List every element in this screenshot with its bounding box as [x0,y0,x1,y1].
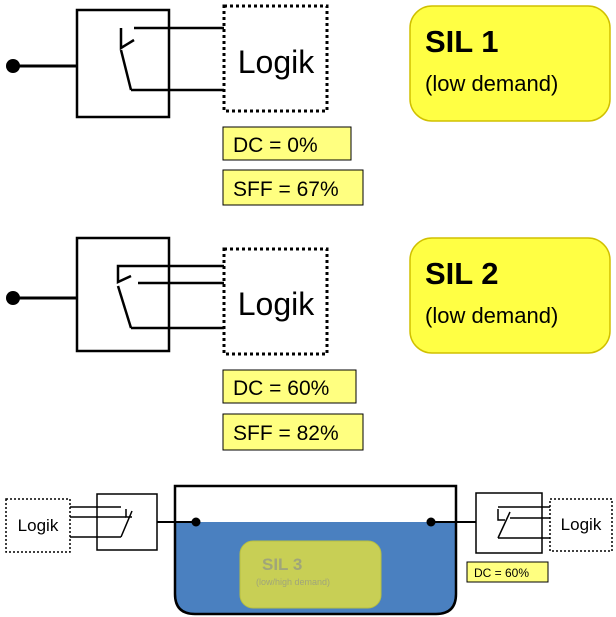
logic-label: Logik [238,44,316,80]
dc-label-box [222,369,357,404]
switch-contact-left [70,506,133,538]
logic-label-right: Logik [561,515,602,534]
dc-label: DC = 60% [474,566,529,580]
logic-label-left: Logik [18,516,59,535]
logic-box [222,4,329,113]
sff-label-box [222,169,364,206]
switch-contact [116,264,224,330]
dc-label: DC = 0% [233,134,318,157]
sil-title: SIL 3 [262,555,302,574]
sil-subtitle: (low demand) [425,71,558,96]
switch-contact-right [497,506,550,539]
logic-box-left [5,498,71,553]
sff-label: SFF = 82% [233,422,339,445]
sff-label: SFF = 67% [233,178,339,201]
sil-subtitle: (low/high demand) [256,577,330,587]
dc-label: DC = 60% [233,377,329,400]
switch-box [75,236,171,353]
switch-box [75,8,171,119]
sil-badge [409,5,611,122]
sil-badge-faded [239,540,382,609]
switch-contact [119,26,224,92]
section-2: Logik DC = 60% SFF = 82% SIL 2 (low dema… [6,236,611,451]
dc-label-box [466,561,549,583]
logic-box-right [549,498,613,552]
tank-outline [173,484,458,616]
logic-box [222,247,329,356]
probe-dot-left [191,517,201,527]
section-1: Logik DC = 0% SFF = 67% SIL 1 (low deman… [6,4,611,206]
sff-label-box [222,413,364,451]
sil-badge [409,237,611,354]
sil-title: SIL 2 [425,256,499,291]
sil-title: SIL 1 [425,24,499,59]
section-3: SIL 3 (low/high demand) Logik Logik [5,484,613,616]
dc-label-box [222,126,352,161]
logic-label: Logik [238,286,316,322]
switch-box-right [475,492,543,554]
sil-subtitle: (low demand) [425,303,558,328]
